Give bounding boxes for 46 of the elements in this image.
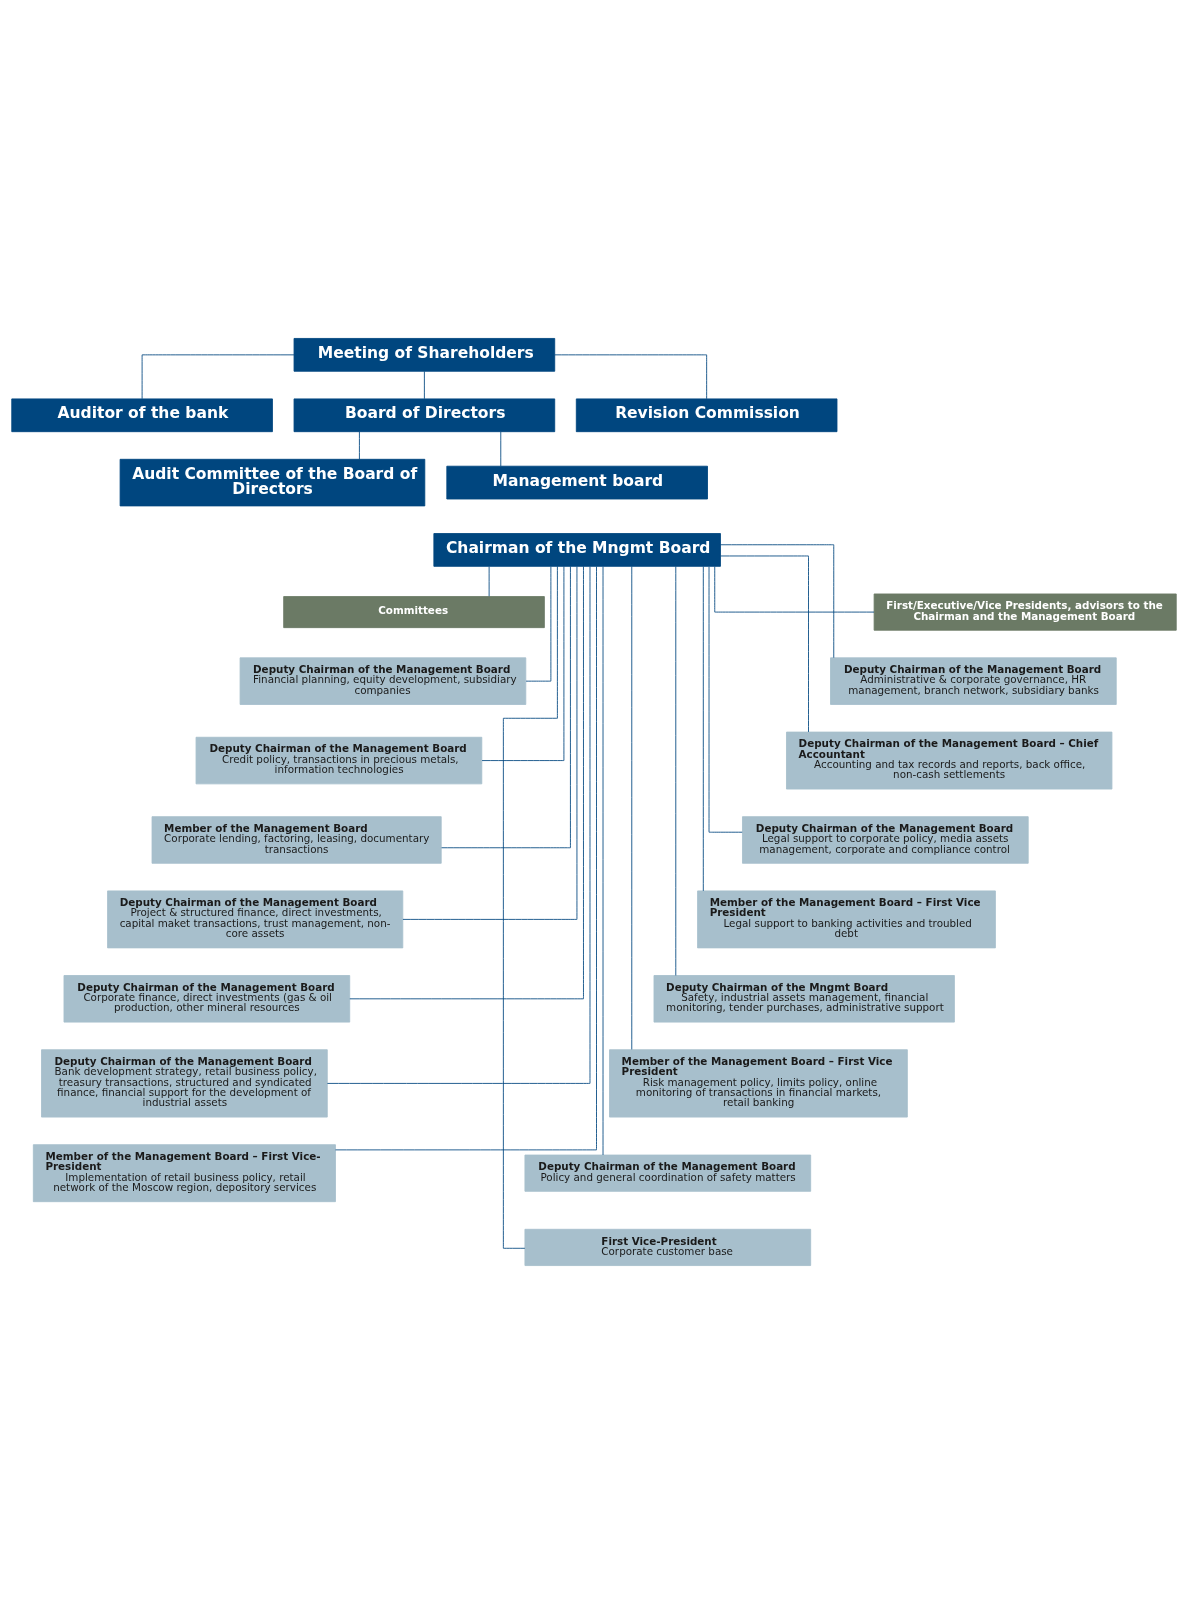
node-box: Deputy Chairman of the Management Board Financial planning, equity development, subsidiary companies <box>239 657 527 705</box>
node-box: Meeting of Shareholders <box>293 338 556 372</box>
node-box: Deputy Chairman of the Management Board Bank development strategy, retail business policy, treasury transactions, structured and syndicated finance, financial support for the development of industrial assets <box>41 1049 328 1118</box>
connector <box>359 431 360 460</box>
node-box: First Vice-President Corporate customer base <box>524 1228 812 1266</box>
node-box: Revision Commission <box>575 398 838 433</box>
connector <box>402 566 578 920</box>
node-box: Member of the Management Board – First Vice President Risk management policy, limits policy, online monitoring of transactions in financial markets, retail banking <box>609 1049 908 1118</box>
connector <box>335 566 597 1151</box>
node-box: Chairman of the Mngmt Board <box>433 533 721 567</box>
node-box: Deputy Chairman of the Management Board Project & structured finance, direct investments, capital maket transactions, trust management, non-core assets <box>107 890 404 949</box>
node-box: Committees <box>283 596 545 629</box>
node-box: Member of the Management Board – First Vice President Legal support to banking activities and troubled debt <box>697 890 996 949</box>
node-box: Deputy Chairman of the Management Board – Chief Accountant Accounting and tax records and reports, back office, non-cash settlements <box>786 731 1113 790</box>
connector <box>554 354 708 400</box>
connector <box>702 566 704 892</box>
node-box: Deputy Chairman of the Management Board Credit policy, transactions in precious metals, information technologies <box>195 736 483 785</box>
connector <box>714 566 875 613</box>
connector <box>502 565 558 1249</box>
connector <box>141 354 295 400</box>
connector <box>441 565 571 849</box>
node-box: Management board <box>446 465 708 500</box>
node-box: Deputy Chairman of the Management Board Policy and general coordination of safety matters <box>524 1154 812 1192</box>
connector <box>488 566 490 597</box>
node-box: Auditor of the bank <box>11 398 273 433</box>
connector <box>525 566 552 682</box>
node-box: Deputy Chairman of the Management Board Corporate finance, direct investments (gas & oil production, other mineral resources <box>63 975 351 1023</box>
connector <box>349 566 584 1000</box>
connector <box>602 566 604 1156</box>
connector <box>675 566 677 976</box>
connector <box>500 431 502 467</box>
connector <box>481 566 565 761</box>
node-box: Board of Directors <box>293 398 556 433</box>
connector <box>720 544 835 659</box>
node-box: Audit Committee of the Board of Directors <box>119 458 426 507</box>
node-box: First/Executive/Vice Presidents, advisors to the Chairman and the Management Board <box>873 593 1177 631</box>
connector <box>423 370 425 400</box>
node-box: Member of the Management Board Corporate lending, factoring, leasing, documentary transactions <box>151 816 442 864</box>
connector <box>720 555 809 733</box>
connector <box>326 566 591 1084</box>
connector <box>631 566 633 1050</box>
node-box: Member of the Management Board – First Vice-President Implementation of retail business policy, retail network of the Moscow region, depository services <box>32 1144 336 1203</box>
node-box: Deputy Chairman of the Management Board Administrative & corporate governance, HR management, branch network, subsidiary banks <box>830 657 1117 705</box>
node-box: Deputy Chairman of the Management Board Legal support to corporate policy, media assets management, corporate and compliance control <box>742 816 1029 864</box>
connector <box>708 566 743 833</box>
node-box: Deputy Chairman of the Mngmt Board Safety, industrial assets management, financial monitoring, tender purchases, administrative support <box>653 975 955 1023</box>
